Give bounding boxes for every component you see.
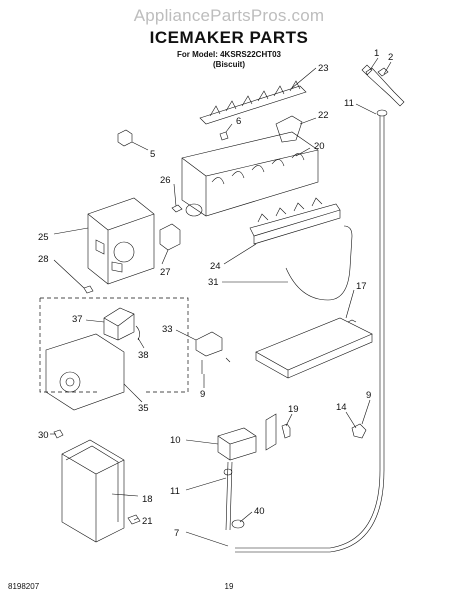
cover-part: [275, 115, 303, 143]
callout-14: 14: [336, 402, 347, 413]
water-valve-part: [217, 427, 257, 531]
callout-28: 28: [38, 254, 49, 265]
assembly-outline-35: [40, 297, 189, 393]
valve-bracket: [265, 413, 277, 451]
callout-2: 2: [388, 52, 393, 63]
watermark-text: AppliancePartsPros.com: [133, 6, 325, 25]
callout-labels: 1 2 23 11 6 22 5 20 26 25 28 27 24 31 17…: [38, 48, 393, 539]
callout-22: 22: [318, 110, 329, 121]
callout-9: 9: [200, 389, 205, 400]
callout-38: 38: [138, 350, 149, 361]
callout-11: 11: [344, 98, 354, 109]
screw-part-21: [127, 514, 141, 525]
callout-20: 20: [314, 141, 325, 152]
callout-10: 10: [170, 435, 181, 446]
ejector-part: [199, 80, 307, 125]
clamp-part-14: [351, 423, 367, 439]
control-housing-part: [87, 197, 155, 285]
fitting-part-40: [231, 519, 245, 529]
callout-25: 25: [38, 232, 49, 243]
screw-part-19: [281, 423, 291, 439]
wire-part-38: [135, 325, 140, 341]
callout-21: 21: [142, 516, 153, 527]
callout-17: 17: [356, 281, 367, 292]
callout-1: 1: [374, 48, 379, 59]
callout-31: 31: [208, 277, 219, 288]
callout-5: 5: [150, 149, 155, 160]
callout-35: 35: [138, 403, 149, 414]
document-number: 8198207: [8, 582, 40, 591]
color-line: (Biscuit): [213, 60, 245, 69]
leader-lines: [50, 57, 392, 547]
callout-11b: 11: [170, 486, 180, 497]
callout-37: 37: [72, 314, 83, 325]
small-part-26: [171, 204, 183, 213]
shutoff-arm-part: [285, 225, 353, 301]
page-title: ICEMAKER PARTS: [149, 28, 309, 47]
gear-part: [159, 223, 181, 251]
callout-27: 27: [160, 267, 171, 278]
clip-part: [117, 129, 133, 147]
ice-mold-part: [181, 131, 319, 217]
callout-40: 40: [254, 506, 265, 517]
callout-9b: 9: [366, 390, 371, 401]
callout-24: 24: [210, 261, 221, 272]
heat-shield-part: [255, 317, 373, 379]
callout-26: 26: [160, 175, 171, 186]
switch-part: [195, 331, 223, 357]
callout-33: 33: [162, 324, 173, 335]
callout-6: 6: [236, 116, 241, 127]
model-line: For Model: 4KSRS22CHT03: [176, 50, 282, 59]
callout-30: 30: [38, 430, 49, 441]
page-number: 19: [224, 582, 234, 591]
callout-23: 23: [318, 63, 329, 74]
switch-screws: [201, 357, 231, 374]
screw-part-30: [53, 429, 64, 439]
cover-box-part: [61, 439, 125, 543]
motor-part: [103, 307, 135, 341]
model-info: For Model: 4KSRS22CHT03 (Biscuit): [0, 50, 458, 70]
callout-18: 18: [142, 494, 153, 505]
screw-part: [219, 131, 229, 141]
screw-part-28: [83, 285, 94, 294]
stripper-part: [249, 197, 341, 245]
callout-7: 7: [174, 528, 179, 539]
callout-19: 19: [288, 404, 299, 415]
module-plate-part: [45, 333, 125, 411]
fill-tube-assembly: [235, 64, 405, 553]
